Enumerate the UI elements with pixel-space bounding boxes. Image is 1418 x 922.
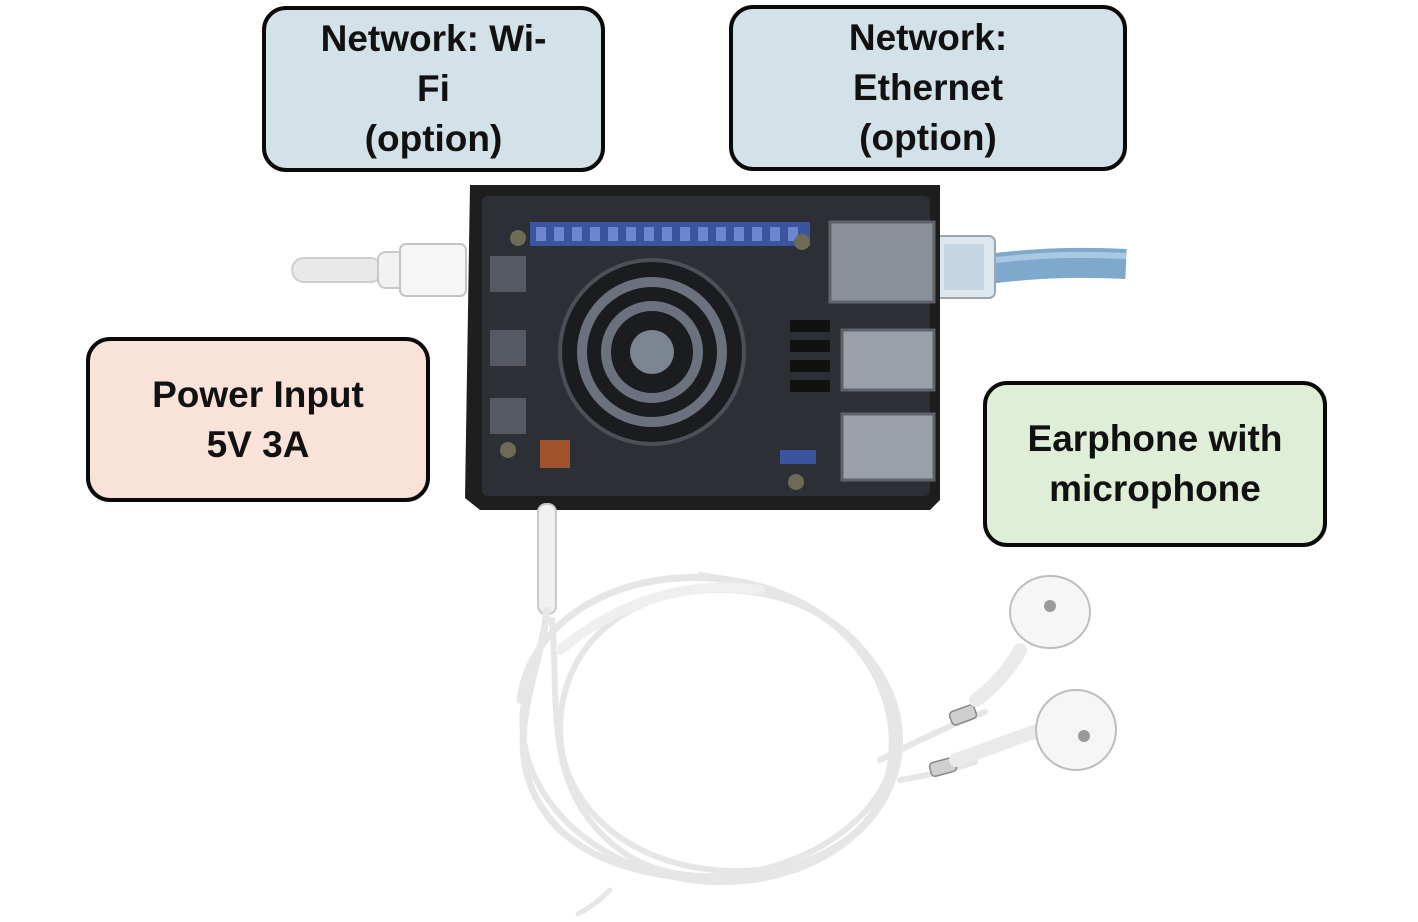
wifi-label-line-1: Network: Wi- [320, 18, 547, 59]
power-label-line-2: 5V 3A [206, 423, 310, 465]
earphone-label-line-1: Earphone with [1027, 418, 1283, 459]
power-cable [291, 243, 467, 297]
ethernet-cable [934, 235, 1127, 299]
ethernet-label-line-1: Network: [848, 17, 1008, 58]
device-case [465, 185, 940, 510]
earphone-cable [516, 503, 988, 917]
ethernet-label-line-3: (option) [859, 117, 997, 158]
earphone-label-line-2: microphone [1049, 468, 1261, 509]
wifi-label-box: Network: Wi- Fi (option) [262, 6, 605, 172]
earphone-label-box: Earphone with microphone [983, 381, 1327, 547]
ethernet-label-box: Network: Ethernet (option) [729, 5, 1127, 171]
ethernet-label-line-2: Ethernet [852, 67, 1004, 108]
earbuds [928, 575, 1117, 777]
power-label-box: Power Input 5V 3A [86, 337, 430, 502]
power-label-line-1: Power Input [152, 373, 364, 415]
wifi-label-line-2: Fi [417, 68, 450, 109]
wifi-label-line-3: (option) [364, 118, 503, 159]
